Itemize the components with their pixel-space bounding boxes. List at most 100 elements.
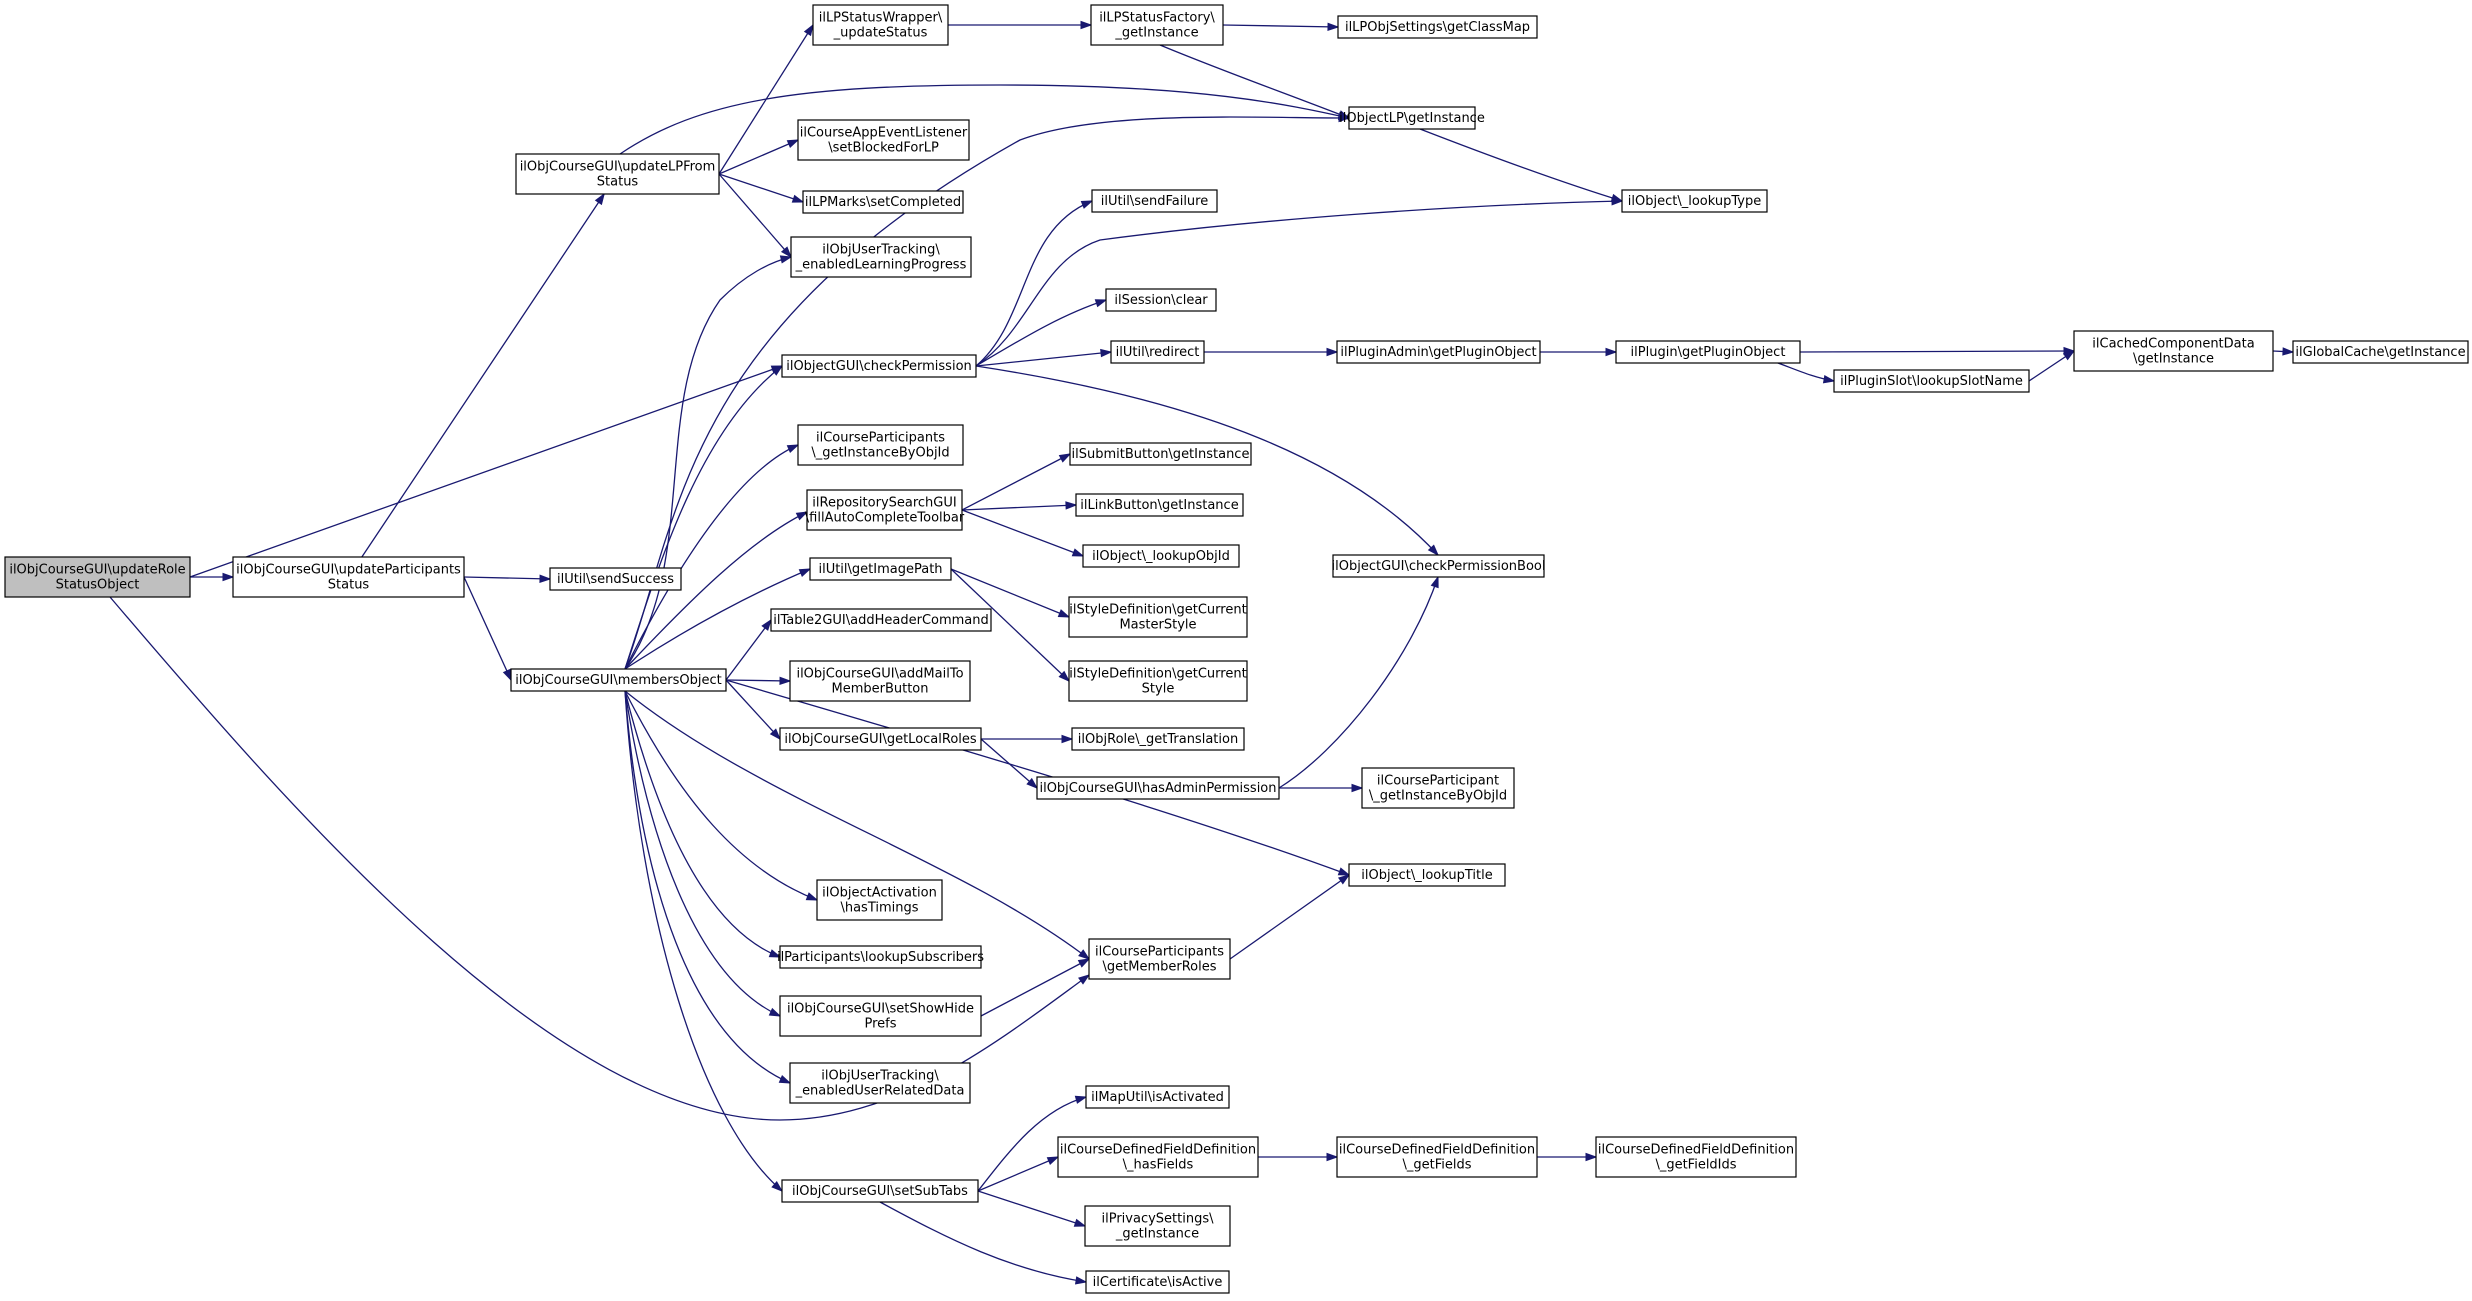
- node-box: [1110, 340, 1205, 364]
- node-label: ilTable2GUI\addHeaderCommand: [773, 613, 989, 628]
- edge-imagePath-to-styleCurrent: [950, 568, 1071, 683]
- node-appEvent[interactable]: ilCourseAppEventListener\setBlockedForLP: [797, 119, 970, 161]
- node-label: \_getFields: [1402, 1158, 1471, 1173]
- node-sessClear[interactable]: ilSession\clear: [1105, 288, 1217, 312]
- node-box: [1088, 938, 1231, 980]
- arrowhead: [780, 246, 792, 259]
- node-linkBtn[interactable]: ilLinkButton\getInstance: [1075, 493, 1244, 517]
- node-label: MemberButton: [831, 682, 928, 697]
- node-box: [1348, 863, 1506, 887]
- node-userTrackUser[interactable]: ilObjUserTracking\_enabledUserRelatedDat…: [789, 1062, 971, 1104]
- node-repoSearch[interactable]: ilRepositorySearchGUI\fillAutoCompleteTo…: [805, 489, 965, 531]
- node-pluginAdmin[interactable]: ilPluginAdmin\getPluginObject: [1336, 340, 1541, 364]
- node-hasAdmin[interactable]: ilObjCourseGUI\hasAdminPermission: [1036, 776, 1280, 800]
- edge-pluginSlot-to-cached: [2028, 350, 2076, 382]
- node-box: [510, 668, 727, 692]
- edge-checkPerm-to-sessClear: [975, 299, 1108, 367]
- node-lookupType[interactable]: ilObject\_lookupType: [1621, 189, 1768, 213]
- edge-membersObj-to-objLP: [624, 113, 1351, 670]
- node-courseParts[interactable]: ilCourseParticipants\_getInstanceByObjId: [797, 424, 964, 466]
- edge-cached-to-globalCache: [2272, 347, 2295, 356]
- node-box: [812, 4, 949, 46]
- node-lookupTitle[interactable]: ilObject\_lookupTitle: [1348, 863, 1506, 887]
- node-label: \_getInstanceByObjId: [811, 446, 949, 461]
- arrowhead: [1100, 348, 1113, 358]
- node-classMap[interactable]: ilLPObjSettings\getClassMap: [1337, 15, 1538, 39]
- node-submitBtn[interactable]: ilSubmitButton\getInstance: [1069, 442, 1252, 466]
- edge-updParts-to-membersObj: [463, 576, 512, 682]
- node-userTrackLP[interactable]: ilObjUserTracking\_enabledLearningProgre…: [790, 236, 972, 278]
- node-label: ilCourseParticipants: [816, 431, 945, 446]
- arrowhead: [1074, 1095, 1088, 1104]
- node-coursePart[interactable]: ilCourseParticipant\_getInstanceByObjId: [1361, 767, 1515, 809]
- node-objRole[interactable]: ilObjRole\_getTranslation: [1071, 727, 1245, 751]
- edge-updLP-to-appEvent: [718, 139, 800, 175]
- node-box: [789, 1062, 971, 1104]
- node-box: [1336, 1136, 1538, 1178]
- node-objLP[interactable]: ilObjectLP\getInstance: [1339, 106, 1485, 130]
- node-box: [809, 557, 952, 581]
- node-membersObj[interactable]: ilObjCourseGUI\membersObject: [510, 668, 727, 692]
- node-cached[interactable]: ilCachedComponentData\getInstance: [2073, 330, 2274, 372]
- edge-membersObj-to-localRoles: [725, 679, 782, 741]
- arrowhead: [786, 139, 800, 149]
- node-lpsf[interactable]: ilLPStatusFactory\_getInstance: [1090, 4, 1224, 46]
- node-label: ilObjectLP\getInstance: [1339, 111, 1485, 126]
- arrowhead: [1061, 734, 1074, 744]
- node-label: ilLPObjSettings\getClassMap: [1345, 20, 1530, 35]
- node-box: [816, 879, 943, 921]
- node-sendFailure[interactable]: ilUtil\sendFailure: [1091, 189, 1218, 213]
- node-box: [770, 608, 992, 632]
- call-graph-edges: [109, 20, 2295, 1285]
- edge-lpsf-to-objLP: [1159, 44, 1351, 119]
- node-lookupSubs[interactable]: ilParticipants\lookupSubscribers: [777, 945, 984, 969]
- arrowhead: [779, 676, 792, 686]
- arrowhead: [1585, 1152, 1598, 1162]
- node-label: ilMapUtil\isActivated: [1091, 1090, 1224, 1105]
- node-checkPermBool[interactable]: ilObjectGUI\checkPermissionBool: [1332, 554, 1546, 578]
- node-pluginSlot[interactable]: ilPluginSlot\lookupSlotName: [1833, 369, 2030, 393]
- node-label: ilObject\_lookupType: [1628, 194, 1761, 209]
- arrowhead: [778, 1074, 792, 1084]
- arrowhead: [1080, 200, 1094, 209]
- node-mapUtil[interactable]: ilMapUtil\isActivated: [1085, 1085, 1230, 1109]
- node-redirect[interactable]: ilUtil\redirect: [1110, 340, 1205, 364]
- node-lpMarks[interactable]: ilLPMarks\setCompleted: [802, 190, 964, 214]
- node-label: ilRepositorySearchGUI: [812, 496, 956, 511]
- node-tableHeader[interactable]: ilTable2GUI\addHeaderCommand: [770, 608, 992, 632]
- node-localRoles[interactable]: ilObjCourseGUI\getLocalRoles: [779, 727, 982, 751]
- node-privacy[interactable]: ilPrivacySettings\_getInstance: [1084, 1205, 1231, 1247]
- node-label: _getInstance: [1115, 1227, 1199, 1242]
- node-checkPerm[interactable]: ilObjectGUI\checkPermission: [781, 354, 977, 378]
- node-cdfHas[interactable]: ilCourseDefinedFieldDefinition\_hasField…: [1057, 1136, 1259, 1178]
- node-label: ilLinkButton\getInstance: [1080, 498, 1238, 513]
- node-subTabs[interactable]: ilObjCourseGUI\setSubTabs: [781, 1179, 979, 1203]
- node-label: ilCourseParticipant: [1377, 774, 1499, 789]
- node-memberRoles[interactable]: ilCourseParticipants\getMemberRoles: [1088, 938, 1231, 980]
- node-activation[interactable]: ilObjectActivation\hasTimings: [816, 879, 943, 921]
- node-globalCache[interactable]: ilGlobalCache\getInstance: [2292, 340, 2469, 364]
- node-sendSuccess[interactable]: ilUtil\sendSuccess: [549, 567, 682, 591]
- node-label: ilPluginSlot\lookupSlotName: [1840, 374, 2023, 389]
- node-plugin[interactable]: ilPlugin\getPluginObject: [1615, 340, 1801, 364]
- node-certificate[interactable]: ilCertificate\isActive: [1085, 1270, 1230, 1294]
- node-label: ilPrivacySettings\: [1102, 1212, 1215, 1227]
- edge-membersObj-to-checkPerm: [624, 365, 784, 670]
- node-cdfGet[interactable]: ilCourseDefinedFieldDefinition\_getField…: [1336, 1136, 1538, 1178]
- node-lookupObjId[interactable]: ilObject\_lookupObjId: [1082, 544, 1240, 568]
- node-cdfIds[interactable]: ilCourseDefinedFieldDefinition\_getField…: [1595, 1136, 1797, 1178]
- arrowhead: [1074, 1276, 1088, 1285]
- arrowhead: [1338, 113, 1351, 123]
- node-label: ilLPStatusWrapper\: [819, 11, 943, 26]
- node-label: \_hasFields: [1123, 1158, 1194, 1173]
- node-imagePath[interactable]: ilUtil\getImagePath: [809, 557, 952, 581]
- node-lpsw[interactable]: ilLPStatusWrapper\_updateStatus: [812, 4, 949, 46]
- edge-membersObj-to-activation: [624, 690, 819, 901]
